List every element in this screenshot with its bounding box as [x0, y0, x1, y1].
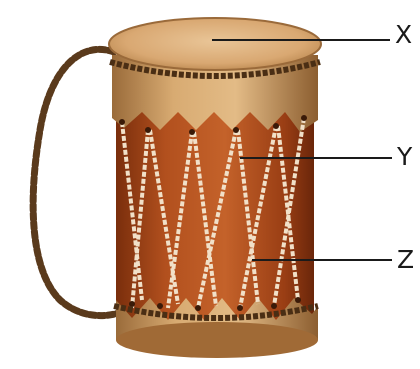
label-y: Y [397, 144, 412, 169]
label-z: Z [397, 247, 414, 272]
label-x: X [395, 22, 412, 47]
drum-bottom [116, 322, 318, 358]
drumhead [109, 18, 321, 70]
strap-rope [33, 49, 122, 315]
